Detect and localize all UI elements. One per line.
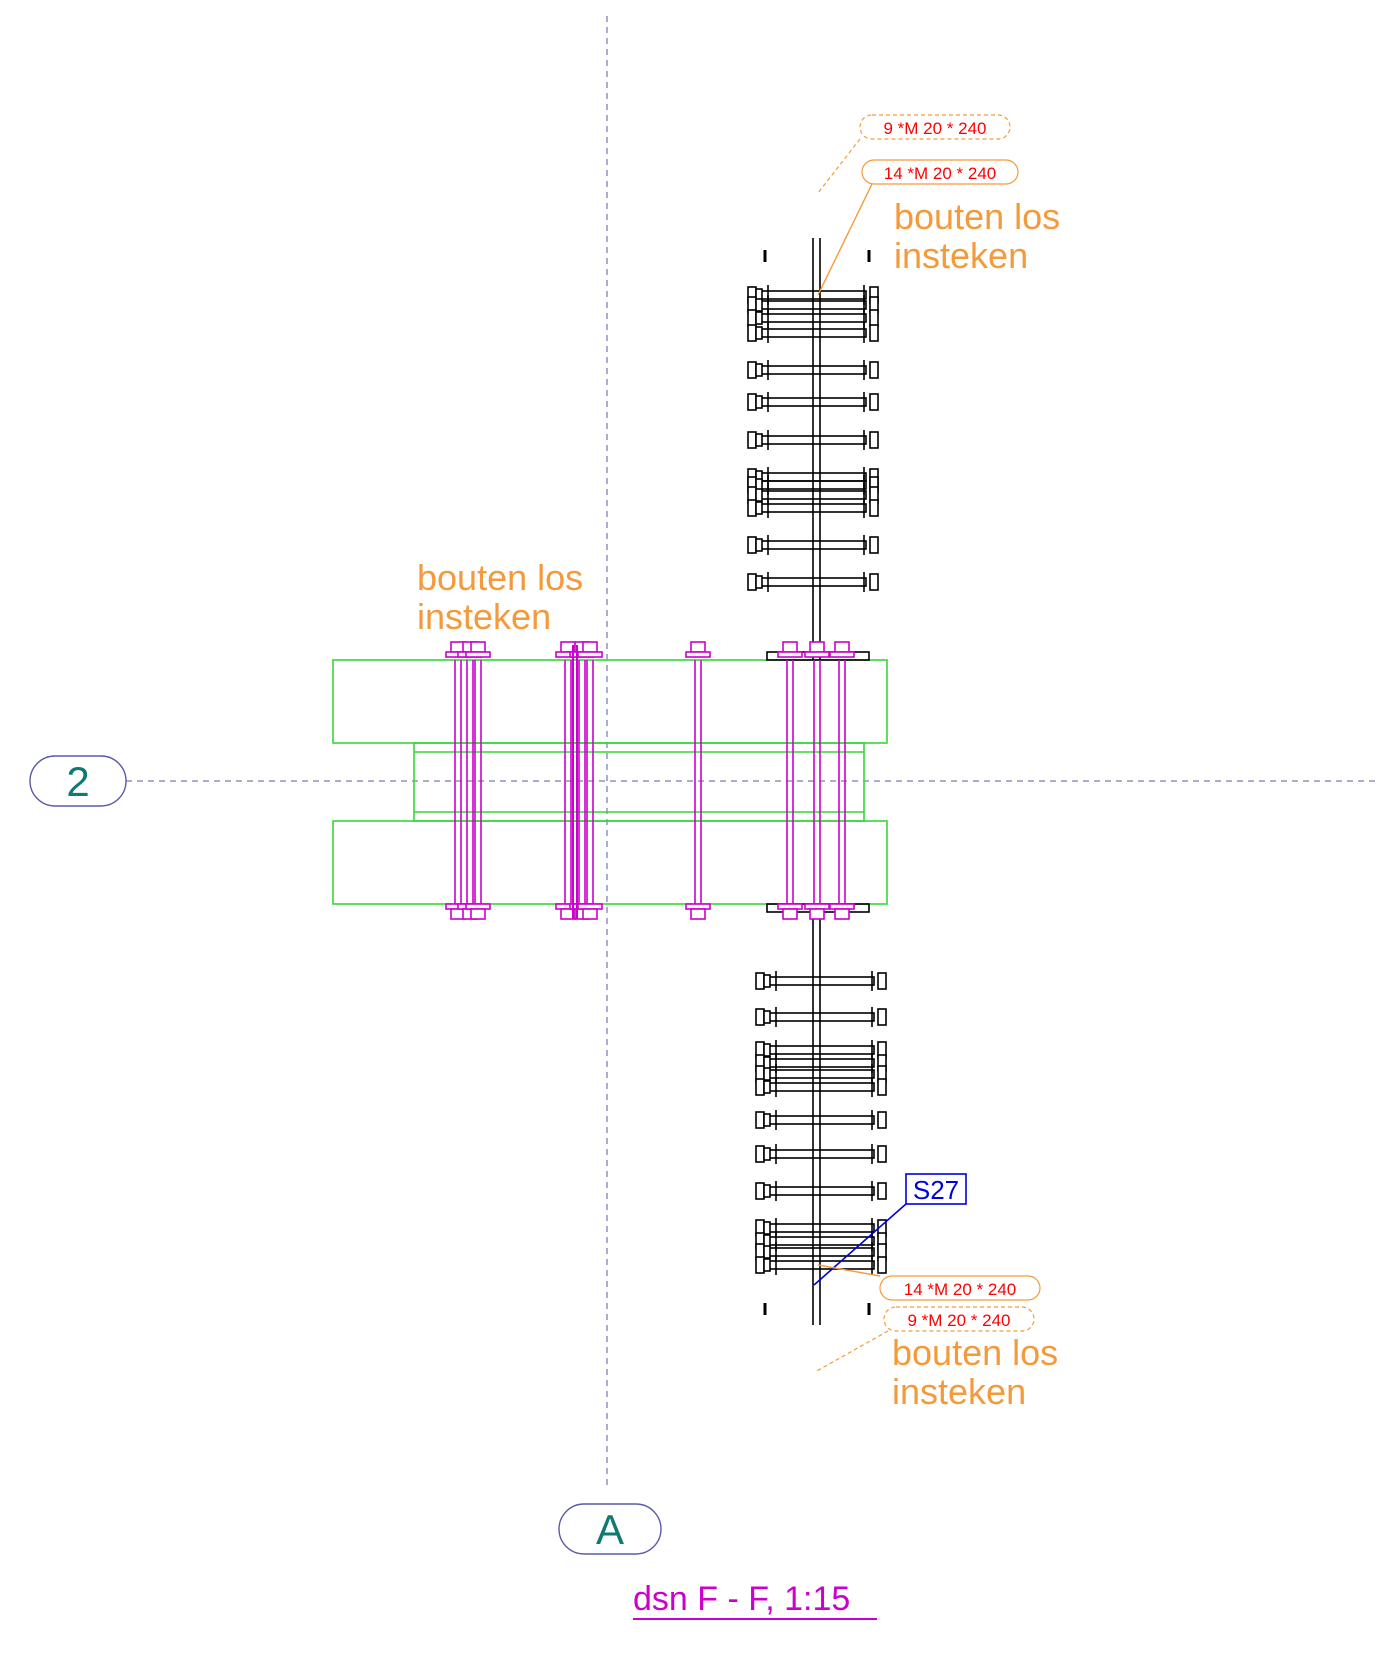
- bolt-tag-top-solid: 14 *M 20 * 240: [861, 159, 1019, 185]
- bolt-tag-bottom-solid-text: 14 *M 20 * 240: [904, 1280, 1016, 1299]
- timber-bolt-6: [685, 641, 711, 920]
- bolt-tag-top-solid-text: 14 *M 20 * 240: [884, 164, 996, 183]
- leader-part-mark: [813, 1203, 907, 1286]
- timber-bolts: [445, 641, 855, 920]
- steel-bolt-bottom-10: [755, 1231, 887, 1251]
- timber-bolt-3: [555, 641, 581, 920]
- beam-lower: [332, 820, 888, 905]
- steel-bolt-top-4: [747, 360, 879, 380]
- steel-bolt-top-1: [747, 295, 879, 315]
- note-bouten-bottom-line1: bouten los: [892, 1332, 1058, 1373]
- bolt-tag-bottom-dashed-text: 9 *M 20 * 240: [907, 1311, 1010, 1330]
- steel-bolt-top-5: [747, 392, 879, 412]
- timber-beams: [332, 659, 888, 905]
- grid-label-a: A: [596, 1506, 624, 1553]
- timber-bolt-7: [777, 641, 803, 920]
- steel-bolt-bottom-8: [755, 1181, 887, 1201]
- bolt-tag-bottom-solid: 14 *M 20 * 240: [879, 1275, 1041, 1301]
- steel-bolt-bottom-12: [755, 1255, 887, 1275]
- steel-bolt-bottom-0: [755, 971, 887, 991]
- note-bouten-top-line1: bouten los: [894, 196, 1060, 237]
- grid-label-2: 2: [66, 758, 89, 805]
- leader-bottom-solid: [817, 1264, 881, 1277]
- note-bouten-left-line2: insteken: [417, 596, 551, 637]
- steel-bolt-bottom-7: [755, 1144, 887, 1164]
- bolt-tag-bottom-dashed: 9 *M 20 * 240: [883, 1306, 1035, 1332]
- steel-bolt-top-2: [747, 308, 879, 328]
- timber-bolt-2: [465, 641, 491, 920]
- leader-top-dashed: [817, 138, 861, 194]
- steel-bolt-top-11: [747, 535, 879, 555]
- steel-bolt-bottom-6: [755, 1110, 887, 1130]
- bolt-tag-top-dashed-text: 9 *M 20 * 240: [883, 119, 986, 138]
- part-mark-text: S27: [913, 1175, 959, 1205]
- note-bouten-top-line2: insteken: [894, 235, 1028, 276]
- part-mark-s27: S27: [905, 1173, 967, 1205]
- grid-bubble-a: A: [558, 1503, 662, 1555]
- steel-bolts: [747, 285, 887, 1275]
- timber-bolt-8: [804, 641, 830, 920]
- slot-plate: [572, 645, 578, 919]
- grid-bubble-2: 2: [29, 755, 127, 807]
- timber-bolt-9: [829, 641, 855, 920]
- beam-upper: [332, 659, 888, 744]
- leader-bottom-dashed: [814, 1330, 889, 1373]
- steel-bolt-top-10: [747, 498, 879, 518]
- steel-bolt-bottom-5: [755, 1077, 887, 1097]
- note-bouten-left-line1: bouten los: [417, 557, 583, 598]
- steel-bolt-top-6: [747, 430, 879, 450]
- note-bouten-bottom-line2: insteken: [892, 1371, 1026, 1412]
- view-title: dsn F - F, 1:15: [633, 1580, 850, 1618]
- steel-bolt-bottom-1: [755, 1007, 887, 1027]
- beam-middle: [413, 742, 865, 822]
- steel-bolt-top-3: [747, 323, 879, 343]
- bolt-tag-top-dashed: 9 *M 20 * 240: [859, 114, 1011, 140]
- steel-bolt-top-12: [747, 572, 879, 592]
- leader-top-solid: [817, 183, 873, 296]
